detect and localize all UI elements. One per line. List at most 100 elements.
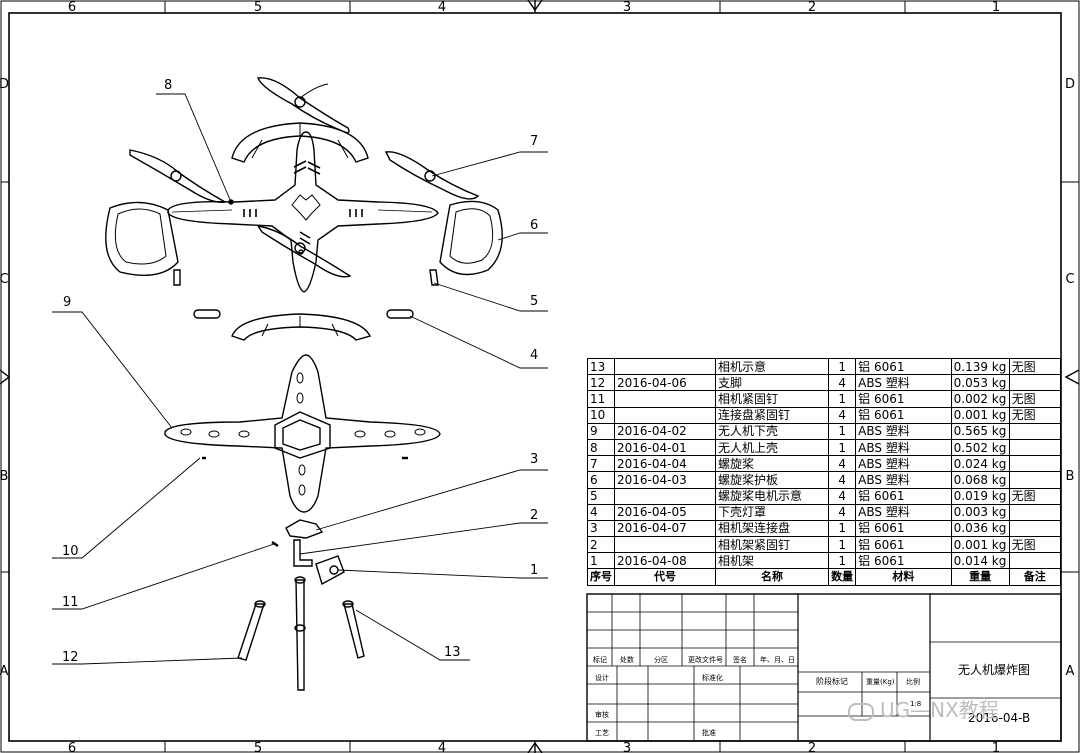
callout-label: 1 (530, 563, 538, 578)
top-shell (167, 131, 439, 293)
callout-label: 3 (530, 452, 538, 467)
drawing-number: 2016-04-B (968, 711, 1031, 725)
bom-cell: 1 (828, 536, 857, 554)
title-block (586, 593, 1062, 742)
border-col-label: 2 (808, 741, 816, 753)
bom-cell: 1 (828, 390, 857, 408)
bom-cell: 0.036 kg (950, 519, 1010, 538)
border-col-label: 1 (992, 741, 1000, 753)
bom-cell: 9 (587, 422, 615, 440)
tb-label-change-doc: 更改文件号 (688, 656, 723, 664)
border-col-label: 5 (254, 741, 262, 753)
bom-cell (614, 487, 716, 505)
bom-cell: 4 (828, 471, 857, 489)
bom-cell: 2016-04-04 (614, 455, 716, 473)
bom-cell: 12 (587, 374, 615, 392)
border-row-label: B (0, 469, 8, 484)
bom-cell: 2016-04-07 (614, 519, 716, 538)
bom-cell: 7 (587, 455, 615, 473)
upper-shell-assembly (105, 77, 503, 293)
propeller (384, 151, 480, 200)
bom-cell: 铝 6061 (855, 519, 952, 538)
bom-cell: 连接盘紧固钉 (714, 406, 830, 424)
light-cover (193, 309, 221, 319)
camera (315, 555, 345, 586)
bom-cell: 1 (828, 438, 857, 457)
border-col-label: 4 (438, 741, 446, 753)
tb-label-process: 工艺 (595, 729, 609, 737)
callout-label: 8 (164, 78, 172, 93)
leg (237, 603, 265, 661)
bom-cell: 相机架 (714, 552, 830, 570)
bom-cell: 无图 (1008, 406, 1062, 424)
bom-cell (1008, 422, 1062, 440)
border-row-label: C (0, 272, 9, 287)
border-col-label: 6 (68, 0, 76, 15)
bom-cell: 0.003 kg (950, 503, 1010, 521)
bom-cell: 支脚 (714, 374, 830, 392)
bom-cell (1008, 455, 1062, 473)
bom-cell (1008, 438, 1062, 457)
tb-label-approve: 批准 (702, 729, 716, 737)
callout-label: 7 (530, 134, 538, 149)
bom-cell: 0.565 kg (950, 422, 1010, 440)
bom-cell: 螺旋桨护板 (714, 471, 830, 489)
border-col-label: 6 (68, 741, 76, 753)
bom-cell: ABS 塑料 (855, 471, 952, 489)
tb-label-scale: 比例 (906, 678, 920, 686)
border-row-label: D (0, 77, 9, 92)
tb-label-mark: 标记 (593, 656, 607, 664)
leg (343, 603, 365, 659)
bom-cell: 4 (828, 455, 857, 473)
bom-header-cell: 数量 (828, 568, 857, 586)
bom-cell: 2016-04-03 (614, 471, 716, 489)
tb-scale-value: 1:8 (910, 700, 922, 708)
propeller (257, 77, 350, 134)
border-col-label: 4 (438, 0, 446, 15)
bom-cell: 0.019 kg (950, 487, 1010, 505)
bom-cell (1008, 519, 1062, 538)
prop-guard (231, 122, 369, 163)
light-cover (386, 309, 414, 319)
bom-cell: 铝 6061 (855, 536, 952, 554)
bom-header-cell: 代号 (614, 568, 716, 586)
border-row-label: C (1065, 272, 1074, 287)
bom-header-cell: 备注 (1008, 568, 1062, 586)
tb-label-stage: 阶段标记 (816, 677, 848, 686)
bom-cell: 2016-04-06 (614, 374, 716, 392)
bom-cell (614, 406, 716, 424)
bom-cell: ABS 塑料 (855, 503, 952, 521)
bom-cell: 下壳灯罩 (714, 503, 830, 521)
bom-header-cell: 名称 (714, 568, 830, 586)
bom-cell: 0.001 kg (950, 536, 1010, 554)
bom-cell: 1 (828, 519, 857, 538)
tb-label-design: 设计 (595, 674, 609, 682)
bom-cell: 6 (587, 471, 615, 489)
bom-cell: 4 (587, 503, 615, 521)
tb-label-review: 审核 (595, 711, 609, 719)
tb-label-standard: 标准化 (702, 674, 723, 682)
bom-cell: 铝 6061 (855, 357, 952, 376)
bom-cell: 4 (828, 374, 857, 392)
bom-cell (1008, 552, 1062, 570)
bom-cell: 铝 6061 (855, 552, 952, 570)
callout-label: 10 (62, 544, 79, 559)
bom-cell: 无图 (1008, 487, 1062, 505)
watermark-chat-icon (848, 702, 874, 721)
bom-cell: 无图 (1008, 536, 1062, 554)
bom-header-row: 序号 代号 名称 数量 材料 重量 备注 (587, 568, 1062, 586)
bom-cell (614, 357, 716, 376)
tb-label-weight: 重量(Kg) (866, 678, 895, 686)
lower-shell-assembly (164, 309, 441, 691)
bom-cell: 无图 (1008, 357, 1062, 376)
bom-cell: 0.024 kg (950, 455, 1010, 473)
